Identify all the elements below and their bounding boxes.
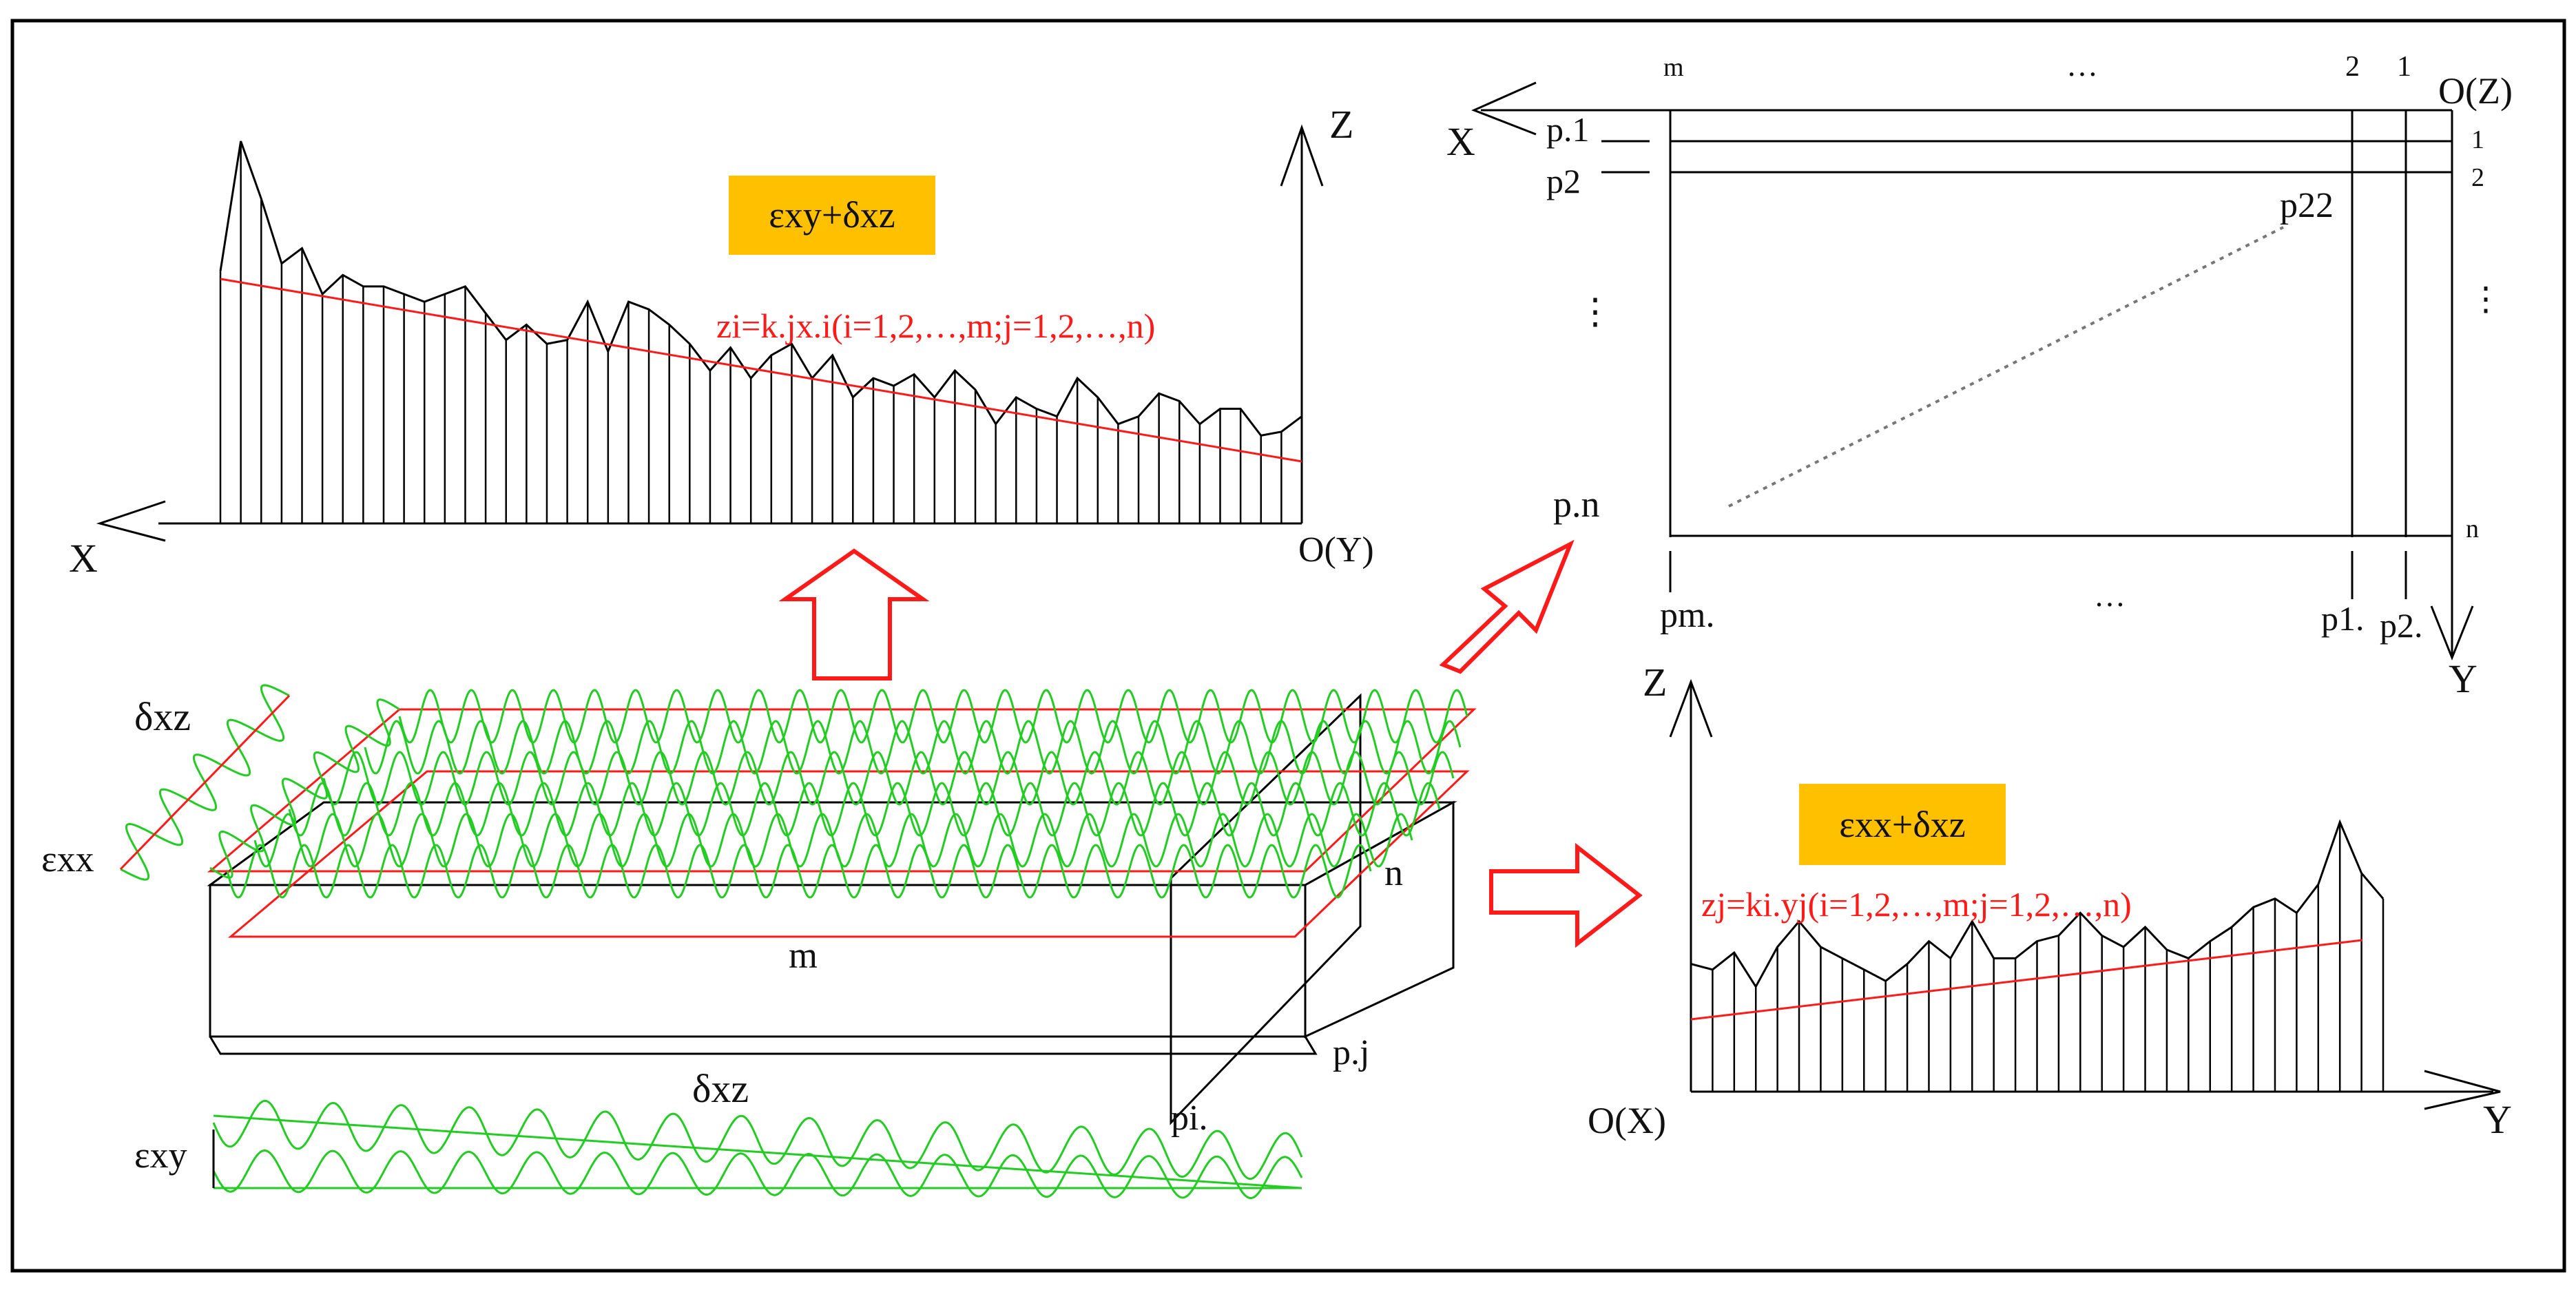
bottom-origin-label: O(X) <box>1588 1100 1666 1141</box>
slab-m-label: m <box>789 935 818 976</box>
slab-section-plane <box>1170 693 1362 1125</box>
grid-left-p2: p2 <box>1546 162 1581 200</box>
grid-bottom-ellipsis: … <box>2094 578 2126 613</box>
grid-right-vdots: ⋮ <box>2469 281 2502 318</box>
bottom-wave-lower <box>212 1149 1303 1199</box>
grid-right-1: 1 <box>2471 125 2484 154</box>
grid-left-vdots: ⋮ <box>1577 293 1613 332</box>
arrow-diagonal <box>1439 539 1575 674</box>
top-z-arrowhead <box>1280 124 1324 187</box>
grid-diag-label: p22 <box>2280 186 2334 225</box>
slab-wave-row <box>322 751 1455 806</box>
grid-top-2: 2 <box>2345 51 2360 83</box>
grid-left-pn: p.n <box>1553 483 1600 525</box>
slab-waves <box>209 689 1468 899</box>
outer-frame <box>10 19 2566 1273</box>
grid-bottom-p1: p1. <box>2321 599 2365 638</box>
bottom-profile-line <box>1690 819 2385 989</box>
slab-exy-label: εxy <box>134 1134 187 1176</box>
top-equation: zi=k.jx.i(i=1,2,…,m;j=1,2,…,n) <box>716 306 1155 345</box>
slab-base <box>209 1036 1318 1055</box>
index-grid: X Y O(Z) m … 2 1 p.1 p2 ⋮ p.n 1 2 ⋮ n pm… <box>1446 48 2513 701</box>
slab-wave-row <box>398 689 1468 744</box>
bottom-equation: zj=ki.yj(i=1,2,…,m;j=1,2,…,n) <box>1701 885 2132 924</box>
grid-right-2: 2 <box>2471 163 2484 192</box>
grid-top-1: 1 <box>2397 51 2411 83</box>
slab-wave-edge <box>209 698 400 879</box>
slab-pi-label: pi. <box>1171 1099 1207 1138</box>
slab-dxz-top-label: δxz <box>134 694 191 739</box>
grid-left-p1: p.1 <box>1546 110 1590 149</box>
bottom-z-label: Z <box>1643 660 1667 705</box>
grid-x-label: X <box>1446 119 1475 164</box>
bottom-badge <box>1799 784 2006 865</box>
bottom-profile-bars <box>1690 822 2385 1092</box>
slab-side-face <box>1304 800 1455 1039</box>
arrow-up <box>778 548 930 680</box>
bottom-profile-chart: Z Y O(X) εxx+δxz zj=ki.yj(i=1,2,…,m;j=1,… <box>1588 660 2512 1142</box>
top-badge <box>729 176 935 255</box>
top-profile-chart: X Z O(Y) εxy+δxz zi=k.jx.i(i=1,2,…,m;j=1… <box>69 102 1374 581</box>
top-x-label: X <box>69 536 98 581</box>
surface-slab: δxz εxx m n δxz εxy p.j pi. <box>41 684 1477 1199</box>
slab-wave-row <box>364 720 1462 775</box>
top-z-label: Z <box>1329 102 1353 147</box>
slab-wave-row <box>288 782 1441 837</box>
grid-top-ellipsis: … <box>2066 48 2098 83</box>
slab-plane-lower <box>227 770 1470 938</box>
slab-dxz-bottom-label: δxz <box>692 1066 749 1111</box>
slab-pj-label: p.j <box>1333 1033 1369 1072</box>
bottom-wave-upper <box>212 1099 1303 1180</box>
flow-arrows <box>778 539 1643 948</box>
top-profile-bars <box>219 141 1303 523</box>
grid-top-m: m <box>1663 53 1684 82</box>
bottom-y-arrowhead <box>2424 1070 2501 1110</box>
grid-origin-label: O(Z) <box>2438 70 2513 112</box>
top-badge-label: εxy+δxz <box>769 194 895 236</box>
slab-wave-row <box>253 813 1413 868</box>
top-x-arrowhead <box>96 500 166 542</box>
top-origin-label: O(Y) <box>1298 530 1374 570</box>
slab-front-face <box>209 884 1307 1038</box>
bottom-y-label: Y <box>2483 1097 2512 1142</box>
bottom-badge-label: εxx+δxz <box>1839 804 1966 845</box>
left-wave-axis <box>119 694 291 871</box>
top-regression-line <box>220 278 1302 463</box>
bottom-z-arrowhead <box>1669 678 1713 738</box>
grid-x-arrowhead <box>1471 81 1537 136</box>
top-profile-line <box>219 141 1302 437</box>
grid-bottom-p2: p2. <box>2380 606 2423 645</box>
bottom-wave-trend <box>213 1114 1302 1189</box>
slab-exx-label: εxx <box>41 838 94 880</box>
grid-bottom-pm: pm. <box>1660 596 1714 635</box>
grid-y-label: Y <box>2449 656 2478 701</box>
grid-y-arrowhead <box>2430 605 2474 661</box>
bottom-regression-line <box>1690 939 2363 1021</box>
grid-right-n: n <box>2466 514 2479 543</box>
slab-wave-row <box>226 844 1372 899</box>
slab-n-label: n <box>1384 852 1403 893</box>
grid-diagonal <box>1728 226 2284 508</box>
arrow-right <box>1489 842 1643 948</box>
